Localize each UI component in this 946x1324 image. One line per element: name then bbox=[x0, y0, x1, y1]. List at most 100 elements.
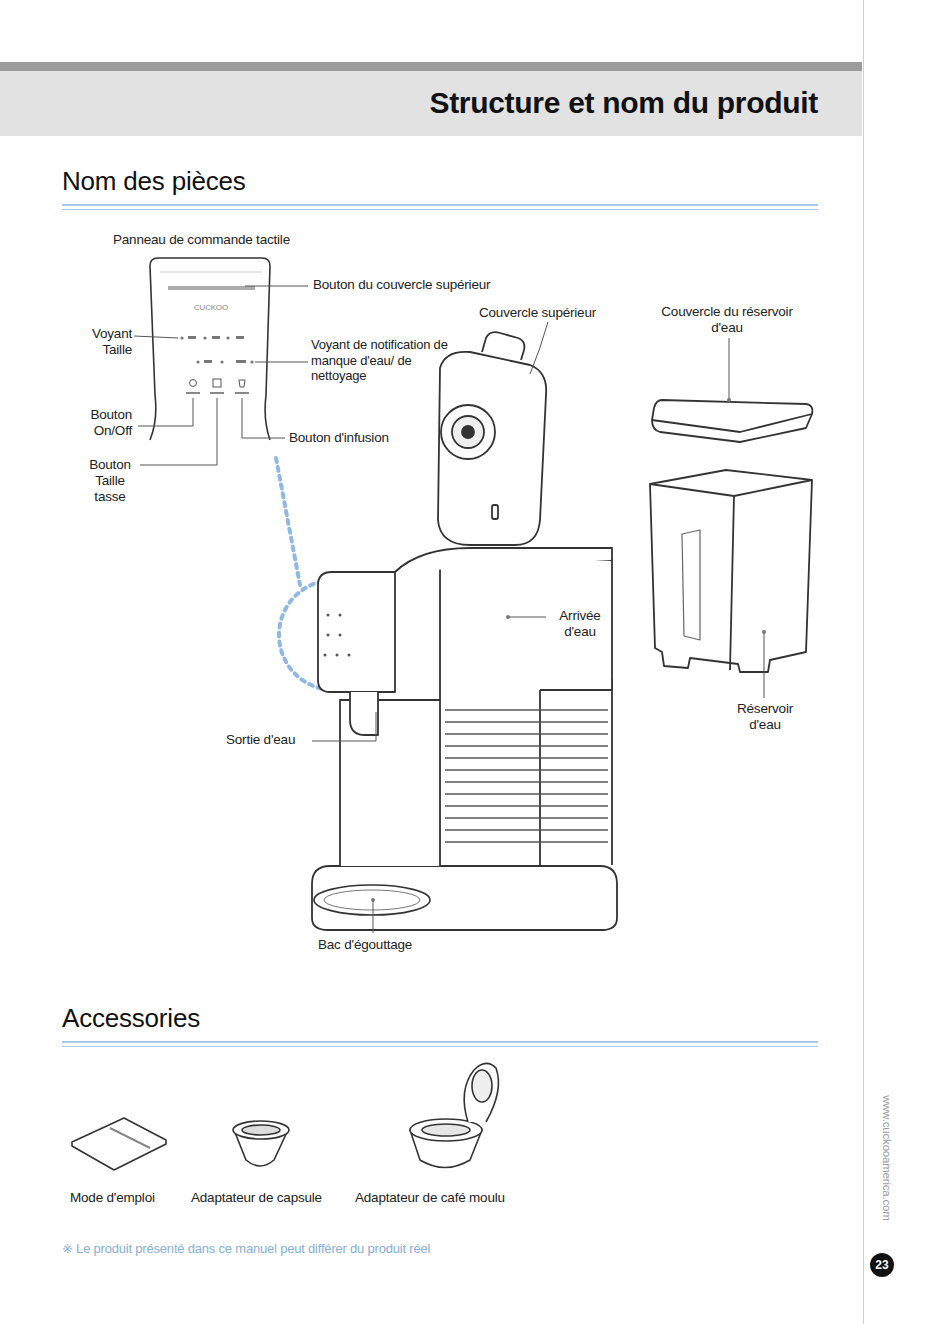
illustration-part bbox=[235, 392, 249, 394]
website-url: www.cuckooamerica.com bbox=[879, 1095, 893, 1221]
accessory-label: Adaptateur de capsule bbox=[191, 1190, 322, 1206]
section-heading: Nom des pièces bbox=[62, 166, 246, 197]
illustration-part bbox=[445, 733, 608, 734]
illustration-part bbox=[339, 634, 342, 637]
illustration-part bbox=[540, 680, 612, 865]
illustration-part bbox=[242, 1125, 280, 1135]
part-label: Voyant de notification de manque d'eau/ … bbox=[311, 337, 449, 384]
illustration-part bbox=[233, 1121, 289, 1139]
illustration-part bbox=[650, 480, 812, 670]
illustration-part bbox=[371, 398, 766, 902]
illustration-part bbox=[239, 380, 245, 387]
illustration-part bbox=[255, 362, 308, 363]
illustration-part bbox=[445, 793, 608, 794]
illustration-part bbox=[482, 332, 524, 360]
illustration-part bbox=[410, 1063, 498, 1167]
illustration-part bbox=[440, 560, 612, 700]
illustration-part bbox=[312, 866, 617, 930]
illustration-part bbox=[438, 332, 546, 545]
illustration-part bbox=[764, 632, 765, 698]
illustration-part bbox=[150, 258, 270, 440]
illustration-part bbox=[318, 572, 395, 692]
illustration-part bbox=[472, 1070, 492, 1102]
part-label: Voyant Taille bbox=[80, 326, 132, 358]
illustration-part bbox=[62, 209, 818, 210]
illustration-part bbox=[339, 614, 342, 617]
illustration-part bbox=[62, 1046, 818, 1047]
illustration-part bbox=[445, 817, 608, 818]
illustration-part bbox=[652, 400, 812, 442]
part-label: Réservoir d'eau bbox=[726, 701, 804, 733]
illustration-part bbox=[324, 654, 327, 657]
illustration-part bbox=[72, 1118, 166, 1170]
part-label: Bouton du couvercle supérieur bbox=[313, 277, 490, 293]
illustration-part bbox=[464, 1063, 498, 1122]
illustration-part bbox=[190, 379, 246, 387]
illustration-part bbox=[196, 360, 199, 363]
part-label: Bouton d'infusion bbox=[289, 430, 389, 446]
illustration-part bbox=[373, 900, 374, 933]
illustration-part bbox=[236, 336, 244, 339]
section-heading: Accessories bbox=[62, 1003, 200, 1034]
illustration-part bbox=[324, 890, 420, 910]
illustration-part bbox=[210, 392, 224, 394]
illustration-part bbox=[233, 1121, 289, 1166]
illustration-part bbox=[212, 336, 220, 339]
illustration-part bbox=[110, 1128, 150, 1148]
part-label: Bac d'égouttage bbox=[318, 937, 412, 953]
illustration-part bbox=[312, 712, 376, 741]
illustration-part bbox=[236, 360, 246, 363]
illustration-part bbox=[72, 1140, 166, 1170]
illustration-part bbox=[62, 204, 818, 206]
illustration-part bbox=[190, 380, 197, 387]
illustration-part bbox=[508, 617, 546, 618]
part-label: Bouton On/Off bbox=[80, 407, 132, 439]
illustration-part bbox=[445, 769, 608, 770]
illustration-part bbox=[492, 505, 498, 519]
illustration-part bbox=[452, 416, 484, 448]
illustration-part bbox=[0, 71, 862, 136]
illustration-part bbox=[506, 615, 510, 619]
part-label: Panneau de commande tactile bbox=[113, 232, 290, 248]
illustration-part bbox=[220, 360, 223, 363]
illustration-part bbox=[441, 405, 495, 459]
illustration-part bbox=[650, 470, 812, 672]
illustration-part bbox=[445, 781, 608, 782]
illustration-part bbox=[530, 322, 548, 374]
illustration-part bbox=[650, 470, 812, 672]
illustration-part bbox=[0, 62, 862, 71]
illustration-part bbox=[445, 721, 608, 722]
accessory-label: Mode d'emploi bbox=[70, 1190, 155, 1206]
illustration-part bbox=[727, 398, 731, 402]
illustration-part bbox=[410, 1119, 482, 1141]
illustration-part bbox=[186, 392, 200, 394]
illustration-part bbox=[682, 530, 700, 640]
illustration-part bbox=[327, 634, 330, 637]
illustration-part bbox=[188, 336, 196, 339]
illustration-part bbox=[186, 392, 249, 394]
illustration-part bbox=[250, 360, 253, 363]
part-label: Sortie d'eau bbox=[226, 732, 295, 748]
page-title: Structure et nom du produit bbox=[429, 86, 818, 120]
illustration-part bbox=[445, 709, 608, 710]
illustration-part bbox=[140, 398, 217, 465]
illustration-part bbox=[336, 654, 339, 657]
illustration-part bbox=[203, 336, 206, 339]
illustration-part bbox=[863, 0, 864, 1324]
part-label: Bouton Taille tasse bbox=[84, 457, 136, 506]
illustration-part bbox=[150, 258, 270, 440]
illustration-part bbox=[168, 286, 255, 290]
illustration-part bbox=[180, 336, 183, 339]
illustration-part bbox=[729, 338, 730, 400]
illustration-part bbox=[226, 336, 229, 339]
illustration-part bbox=[652, 400, 812, 442]
illustration-part bbox=[445, 829, 608, 830]
illustration-part bbox=[160, 272, 262, 273]
illustration-part bbox=[762, 630, 766, 634]
illustration-part bbox=[422, 1124, 470, 1136]
illustration-part bbox=[445, 757, 608, 758]
illustration-part bbox=[276, 458, 300, 585]
illustration-part bbox=[314, 885, 430, 915]
